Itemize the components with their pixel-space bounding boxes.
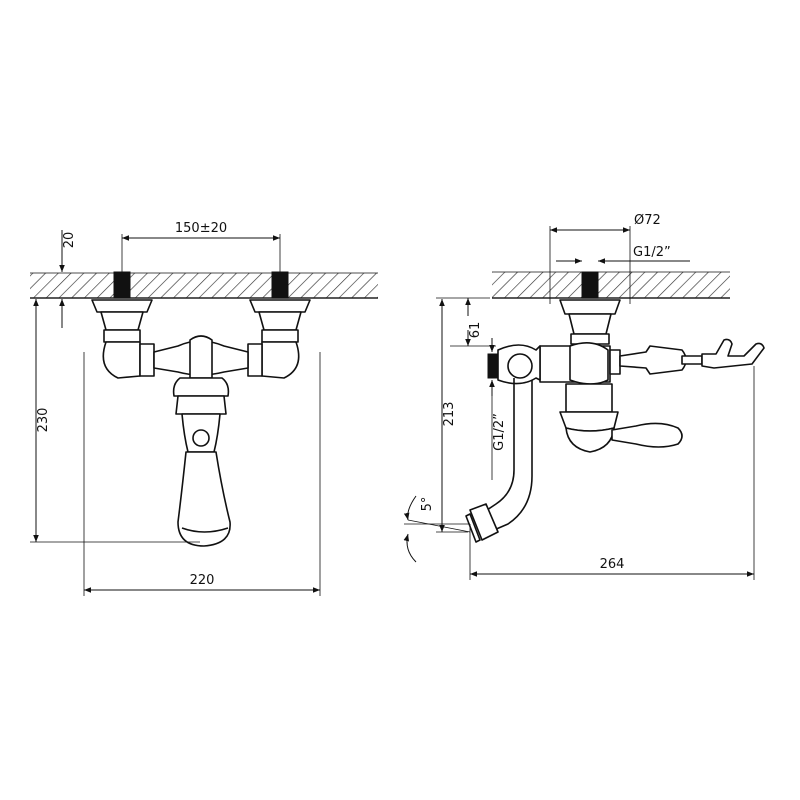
dim-thread-top: G1/2” (556, 245, 690, 264)
dim-spacing: 150±20 (121, 221, 281, 272)
front-wall (30, 272, 378, 299)
dim-thread-side-label: G1/2” (492, 413, 507, 451)
side-pipe (581, 271, 599, 299)
dim-offset-label: 61 (468, 322, 483, 339)
side-view: Ø72 G1/2” 61 213 G1/2” (403, 213, 765, 580)
front-left-connector (91, 299, 153, 379)
side-connector (559, 299, 621, 345)
dim-offset: 61 (450, 298, 496, 347)
dim-length-label: 264 (600, 557, 625, 572)
dim-wall-offset: 20 (59, 230, 77, 328)
side-handle-lower (611, 422, 683, 448)
side-mixer-body (539, 342, 619, 453)
dim-diameter: Ø72 (549, 213, 661, 304)
front-right-connector (249, 299, 311, 379)
side-outlet (487, 344, 541, 385)
dim-width: 220 (83, 352, 321, 596)
front-spout (175, 395, 231, 547)
dim-height-label: 230 (36, 408, 51, 433)
front-view: 150±20 20 230 220 (30, 221, 378, 596)
side-handle-upper (609, 345, 703, 375)
dim-side-height-label: 213 (442, 402, 457, 427)
dim-angle-label: 5° (420, 497, 435, 512)
dim-length: 264 (469, 366, 755, 580)
dim-width-label: 220 (190, 573, 215, 588)
dim-side-height: 213 (436, 297, 490, 533)
dim-diameter-label: Ø72 (634, 213, 661, 228)
front-mixer-body (139, 335, 263, 397)
side-wall (492, 271, 730, 299)
dim-spacing-label: 150±20 (175, 221, 227, 236)
dim-thread-top-label: G1/2” (633, 245, 671, 260)
side-spout-tube (465, 378, 533, 543)
dim-wall-offset-label: 20 (62, 232, 77, 249)
side-shower-holder (701, 338, 765, 369)
dim-height: 230 (30, 299, 200, 543)
dim-thread-side: G1/2” (489, 338, 507, 480)
dim-angle: 5° (403, 495, 471, 563)
